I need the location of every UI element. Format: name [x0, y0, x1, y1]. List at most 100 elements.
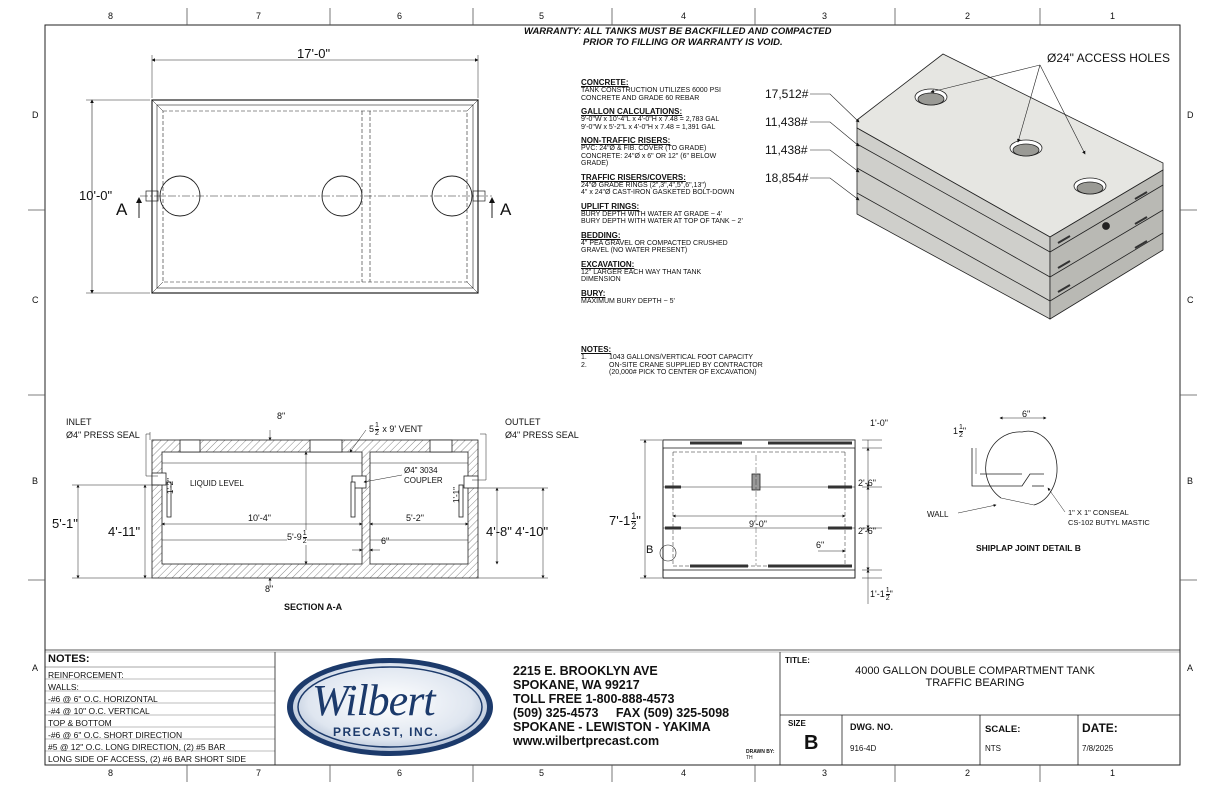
zone-col-label: 2 — [965, 768, 971, 778]
left-liquid-dim: 4'-11" — [108, 524, 141, 539]
scale-value: NTS — [985, 744, 1001, 753]
dwg-no-label: DWG. NO. — [850, 722, 893, 732]
end-seg2-dim: 2'-6" — [858, 526, 876, 536]
shiplap-width-dim: 6" — [1022, 409, 1031, 419]
scale-label: SCALE: — [985, 724, 1021, 735]
title-label: TITLE: — [785, 656, 810, 665]
zone-row-label: D — [32, 110, 39, 120]
shiplap-title: SHIPLAP JOINT DETAIL B — [976, 543, 1081, 553]
end-top-dim: 1'-0" — [870, 418, 888, 428]
section-mark-right: A — [500, 200, 512, 219]
bottom-thickness-dim: 8" — [265, 584, 274, 594]
spec-note-traffic: TRAFFIC RISERS/COVERS: 24"Ø GRADE RINGS … — [581, 172, 735, 197]
access-holes-label: Ø24" ACCESS HOLES — [1047, 51, 1170, 65]
size-value: B — [804, 732, 819, 754]
zone-row-label: B — [32, 476, 39, 486]
inlet-label: INLET Ø4" PRESS SEAL — [66, 417, 140, 440]
drawing-title: 4000 GALLON DOUBLE COMPARTMENT TANK TRAF… — [855, 665, 1095, 689]
date-value: 7/8/2025 — [1082, 744, 1114, 753]
small-compartment-dim: 5'-2" — [406, 513, 424, 523]
outlet-label: OUTLET Ø4" PRESS SEAL — [505, 417, 579, 440]
warranty-note: WARRANTY: ALL TANKS MUST BE BACKFILLED A… — [524, 26, 832, 48]
zone-ticks — [28, 8, 1197, 782]
company-logo: Wilbert — [312, 676, 436, 725]
spec-note-nontraffic: NON-TRAFFIC RISERS: PVC: 24"Ø & FIB. COV… — [581, 136, 717, 167]
right-total-dim: 4'-10" — [515, 524, 549, 539]
coupler-label: Ø4" 3034 COUPLER — [404, 466, 443, 485]
spec-note-gallons: GALLON CALCULATIONS: 9'-0"W x 10'-4"L x … — [581, 107, 720, 131]
detail-b-mark: B — [646, 544, 654, 556]
drawn-by-value: TH — [746, 755, 753, 761]
weight-lid: 17,512# — [765, 87, 809, 101]
weight-ring-2: 11,438# — [765, 143, 808, 157]
inlet-drop-dim: 1'-2" — [166, 478, 175, 494]
zone-row-label: C — [1187, 295, 1194, 305]
shiplap-detail — [957, 416, 1066, 514]
spec-note-bury: BURY: MAXIMUM BURY DEPTH ~ 5' — [581, 288, 675, 305]
spec-notes: CONCRETE: TANK CONSTRUCTION UTILIZES 600… — [581, 78, 811, 305]
zone-col-label: 8 — [108, 11, 114, 21]
iso-view — [810, 53, 1164, 320]
zone-col-label: 2 — [965, 11, 971, 21]
zone-col-label: 3 — [822, 11, 828, 21]
weight-base: 18,854# — [765, 171, 809, 185]
zone-row-label: C — [32, 295, 39, 305]
section-mark-left: A — [116, 200, 128, 219]
zone-col-label: 1 — [1110, 11, 1116, 21]
plan-length-dim: 17'-0" — [297, 46, 331, 61]
zone-col-label: 4 — [681, 11, 687, 21]
zone-col-label: 4 — [681, 768, 687, 778]
zone-col-label: 3 — [822, 768, 828, 778]
plan-view — [86, 55, 495, 294]
shiplap-wall-label: WALL — [927, 510, 949, 519]
section-aa — [72, 429, 548, 586]
zone-row-label: A — [32, 663, 39, 673]
size-label: SIZE — [788, 719, 806, 728]
dwg-no-value: 916-4D — [850, 744, 877, 753]
zone-row-label: D — [1187, 110, 1194, 120]
left-total-dim: 5'-1" — [52, 516, 78, 531]
spec-note-excavation: EXCAVATION: 12" LARGER EACH WAY THAN TAN… — [581, 259, 702, 284]
wall-thickness-dim: 6" — [381, 536, 390, 546]
spec-note-bedding: BEDDING: 4" PEA GRAVEL OR COMPACTED CRUS… — [581, 230, 728, 255]
spec-note-concrete: CONCRETE: TANK CONSTRUCTION UTILIZES 600… — [581, 78, 721, 102]
company-address: 2215 E. BROOKLYN AVE SPOKANE, WA 99217 T… — [513, 664, 730, 748]
zone-col-label: 5 — [539, 768, 545, 778]
outlet-drop-dim: 1'-1" — [452, 487, 461, 503]
zone-col-label: 7 — [256, 768, 262, 778]
zone-col-label: 1 — [1110, 768, 1116, 778]
end-view — [640, 439, 882, 604]
end-seg1-dim: 2'-6" — [858, 478, 876, 488]
date-label: DATE: — [1082, 721, 1118, 735]
tb-notes-heading: NOTES: — [48, 653, 90, 665]
right-liquid-dim: 4'-8" — [486, 524, 512, 539]
zone-row-label: B — [1187, 476, 1194, 486]
tb-reinforcement-notes: REINFORCEMENT: WALLS: -#6 @ 6" O.C. HORI… — [48, 670, 247, 764]
zone-col-label: 6 — [397, 768, 403, 778]
zone-col-label: 6 — [397, 11, 403, 21]
top-thickness-dim: 8" — [277, 411, 286, 421]
numbered-notes: NOTES: 1.1043 GALLONS/VERTICAL FOOT CAPA… — [581, 345, 763, 376]
liquid-level-label: LIQUID LEVEL — [190, 479, 244, 488]
big-compartment-dim: 10'-4" — [248, 513, 271, 523]
plan-width-dim: 10'-0" — [79, 188, 113, 203]
spec-note-uplift: UPLIFT RINGS: BURY DEPTH WITH WATER AT G… — [581, 201, 743, 226]
shiplap-seal-label: 1" X 1" CONSEAL CS-102 BUTYL MASTIC — [1068, 508, 1150, 527]
company-logo-sub: PRECAST, INC. — [333, 725, 440, 739]
end-wall-dim: 6" — [816, 540, 825, 550]
drawn-by-label: DRAWN BY: — [746, 749, 775, 755]
weight-ring-1: 11,438# — [765, 115, 808, 129]
zone-col-label: 8 — [108, 768, 114, 778]
end-width-dim: 9'-0" — [749, 519, 767, 529]
zone-col-label: 7 — [256, 11, 262, 21]
zone-row-label: A — [1187, 663, 1194, 673]
zone-col-label: 5 — [539, 11, 545, 21]
title-block — [45, 649, 1180, 765]
section-title: SECTION A-A — [284, 602, 343, 612]
